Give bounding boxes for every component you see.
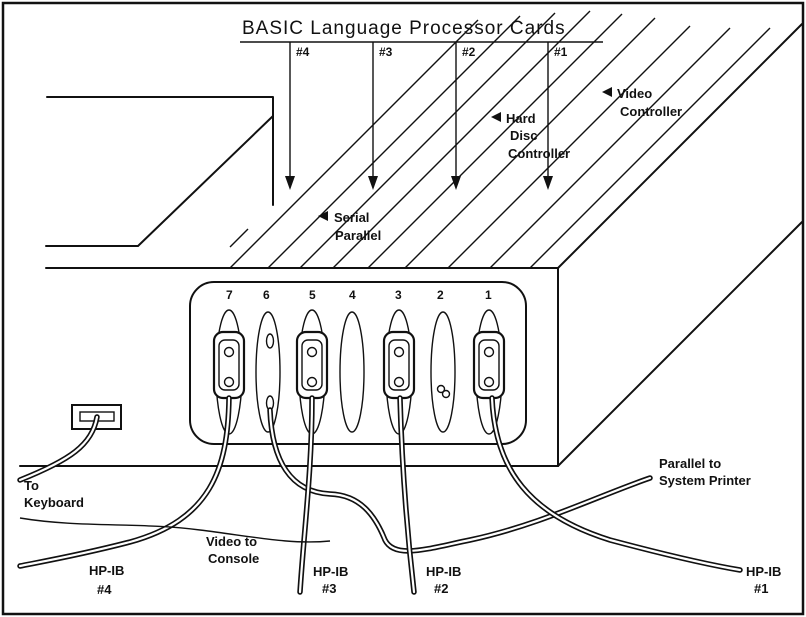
hpib1-label-line2: #1 [754, 581, 768, 596]
slot-number-2: 2 [437, 288, 444, 302]
card-number-2: #2 [462, 45, 476, 59]
card-pointers [285, 42, 553, 190]
chassis [19, 10, 803, 467]
hard-disc-label-line3: Controller [508, 146, 570, 161]
hpib1-label-line1: HP-IB [746, 564, 781, 579]
slot-number-4: 4 [349, 288, 356, 302]
slot-number-6: 6 [263, 288, 270, 302]
card-number-1: #1 [554, 45, 568, 59]
hard-disc-label-line1: Hard [506, 111, 536, 126]
video-pointer-icon [602, 87, 612, 97]
keyboard-label-line2: Keyboard [24, 495, 84, 510]
card-number-4: #4 [296, 45, 310, 59]
hpib3-label-line2: #3 [322, 581, 336, 596]
port-panel [189, 281, 527, 445]
floor-line [19, 517, 331, 543]
slot-6 [255, 311, 281, 433]
serial-pointer-icon [318, 211, 328, 221]
slot-5-connector [295, 309, 329, 435]
slot-7-connector [212, 309, 246, 435]
video-console-label-line1: Video to [206, 534, 257, 549]
keyboard-label-line1: To [24, 478, 39, 493]
slot-1-connector [472, 309, 506, 435]
slot-number-7: 7 [226, 288, 233, 302]
title-text: BASIC Language Processor Cards [242, 18, 566, 39]
slot-number-1: 1 [485, 288, 492, 302]
hpib2-label-line2: #2 [434, 581, 448, 596]
video-label-line1: Video [617, 86, 652, 101]
video-label-line2: Controller [620, 104, 682, 119]
hpib4-label-line2: #4 [97, 582, 112, 597]
video-console-label-line2: Console [208, 551, 259, 566]
hard-disc-pointer-icon [491, 112, 501, 122]
serial-label-line1: Serial [334, 210, 369, 225]
serial-label-line2: Parallel [335, 228, 381, 243]
hpib3-label-line1: HP-IB [313, 564, 348, 579]
slot-number-3: 3 [395, 288, 402, 302]
card-number-3: #3 [379, 45, 393, 59]
slot-3-connector [382, 309, 416, 435]
hard-disc-label-line2: Disc [510, 128, 537, 143]
slot-2 [430, 311, 456, 433]
cables [17, 395, 743, 595]
hpib2-label-line1: HP-IB [426, 564, 461, 579]
parallel-printer-label-line2: System Printer [659, 473, 751, 488]
slot-number-5: 5 [309, 288, 316, 302]
hpib4-label-line1: HP-IB [89, 563, 124, 578]
slot-4 [339, 311, 365, 433]
parallel-printer-label-line1: Parallel to [659, 456, 721, 471]
